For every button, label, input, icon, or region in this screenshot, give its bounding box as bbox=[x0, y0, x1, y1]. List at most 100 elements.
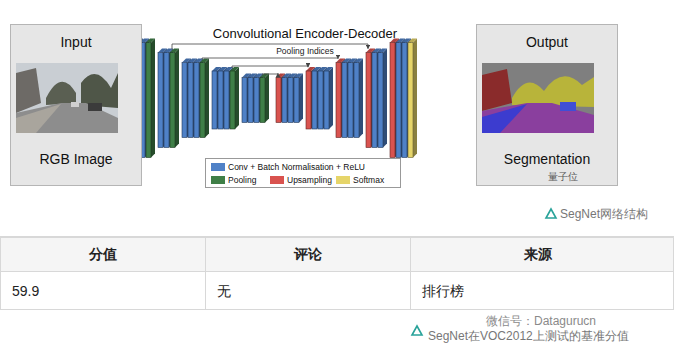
layer-slab bbox=[164, 53, 169, 148]
segmentation-map bbox=[482, 63, 594, 133]
pooling-label: Pooling Indices bbox=[240, 46, 370, 56]
caption-triangle bbox=[546, 209, 556, 218]
diagram-title: Convolutional Encoder-Decoder bbox=[172, 26, 438, 41]
panel-caption: RGB Image bbox=[11, 151, 141, 167]
legend-text: Pooling bbox=[228, 175, 256, 185]
layer-slab-side bbox=[175, 49, 179, 148]
layer-slab bbox=[182, 63, 187, 138]
layer-slab bbox=[212, 71, 217, 129]
table-col-line bbox=[410, 236, 411, 310]
layer-slab bbox=[336, 63, 341, 138]
building bbox=[16, 68, 41, 113]
output-panel: OutputSegmentation bbox=[476, 24, 618, 186]
watermark: 量子位 bbox=[548, 170, 578, 184]
layer-slab-top bbox=[170, 49, 179, 53]
layer-slab-top bbox=[378, 49, 387, 53]
legend-text: Softmax bbox=[353, 175, 384, 185]
layer-slab bbox=[402, 43, 407, 158]
layer-slab-side bbox=[383, 49, 387, 148]
legend-box: Conv + Batch Normalisation + ReLU Pooling… bbox=[205, 158, 401, 188]
table-header: 来源 bbox=[406, 246, 670, 264]
layer-slab bbox=[170, 53, 175, 148]
road bbox=[482, 103, 594, 133]
road bbox=[16, 103, 118, 133]
layer-slab bbox=[254, 78, 259, 123]
layer-slab bbox=[146, 43, 151, 158]
layer-slab bbox=[294, 78, 299, 123]
layer-slab-side bbox=[151, 39, 155, 158]
layer-slab bbox=[188, 63, 193, 138]
layer-slab-top bbox=[200, 59, 209, 63]
layer-slab-top bbox=[294, 74, 303, 78]
layer-slab bbox=[248, 78, 253, 123]
layer-slab bbox=[408, 43, 413, 158]
layer-slab bbox=[288, 78, 293, 123]
legend-swatch bbox=[211, 163, 225, 171]
layer-slab bbox=[224, 71, 229, 129]
sky bbox=[482, 63, 594, 133]
layer-slab bbox=[194, 63, 199, 138]
table-cell: 排行榜 bbox=[422, 283, 464, 301]
layer-slab bbox=[342, 63, 347, 138]
panel-title: Output bbox=[477, 34, 617, 50]
layer-slab-side bbox=[205, 59, 209, 138]
table-col-line bbox=[205, 236, 206, 310]
layer-slab-side bbox=[413, 39, 417, 158]
table-cell: 59.9 bbox=[12, 283, 39, 299]
layer-slab-top bbox=[324, 67, 333, 71]
legend-swatch bbox=[270, 176, 284, 184]
input-panel: InputRGB Image bbox=[10, 24, 142, 186]
car bbox=[88, 103, 102, 111]
layer-slab bbox=[200, 63, 205, 138]
caption-triangle bbox=[412, 326, 422, 335]
layer-slab-top bbox=[408, 39, 417, 43]
pooling-index-arrow bbox=[232, 66, 308, 68]
layer-slab bbox=[378, 53, 383, 148]
layer-slab bbox=[348, 63, 353, 138]
table-cell: 无 bbox=[217, 283, 231, 301]
panel-caption: Segmentation bbox=[477, 151, 617, 167]
pooling-index-arrow bbox=[172, 44, 368, 50]
layer-slab-top bbox=[354, 59, 363, 63]
layer-slab bbox=[276, 78, 281, 123]
pooling-index-arrow bbox=[262, 74, 278, 75]
layer-slab bbox=[158, 53, 163, 148]
layer-slab bbox=[366, 53, 371, 148]
table-header: 评论 bbox=[205, 246, 410, 264]
pavement bbox=[16, 104, 61, 133]
table-header: 分值 bbox=[0, 246, 205, 264]
legend-swatch bbox=[336, 176, 350, 184]
tree bbox=[512, 76, 594, 107]
table-edge bbox=[0, 236, 1, 310]
layer-slab-side bbox=[265, 74, 269, 123]
layer-slab bbox=[324, 71, 329, 129]
car bbox=[560, 102, 576, 111]
layer-slab bbox=[218, 71, 223, 129]
table-row-line bbox=[0, 309, 674, 310]
layer-slab-side bbox=[329, 67, 333, 129]
figure-caption: SegNet网络结构 bbox=[560, 206, 648, 223]
layer-slab bbox=[318, 71, 323, 129]
layer-slab-side bbox=[299, 74, 303, 123]
tree bbox=[46, 82, 76, 105]
watermark: 微信号：Datagurucn bbox=[486, 313, 596, 330]
layer-slab bbox=[312, 71, 317, 129]
legend-text: Conv + Batch Normalisation + ReLU bbox=[228, 162, 365, 172]
layer-slab bbox=[230, 71, 235, 129]
layer-slab bbox=[396, 43, 401, 158]
layer-slab-side bbox=[235, 67, 239, 129]
layer-slab-top bbox=[230, 67, 239, 71]
layer-slab bbox=[242, 78, 247, 123]
layer-slab bbox=[354, 63, 359, 138]
building bbox=[482, 69, 512, 111]
road-photo bbox=[16, 63, 118, 133]
layer-slab bbox=[372, 53, 377, 148]
figure-caption: SegNet在VOC2012上测试的基准分值 bbox=[428, 328, 629, 345]
sky bbox=[16, 63, 118, 133]
legend-text: Upsampling bbox=[287, 175, 332, 185]
legend-swatch bbox=[211, 176, 225, 184]
table-edge bbox=[673, 236, 674, 310]
layer-slab bbox=[390, 43, 395, 158]
layer-slab bbox=[306, 71, 311, 129]
pooling-index-arrow bbox=[202, 58, 338, 60]
